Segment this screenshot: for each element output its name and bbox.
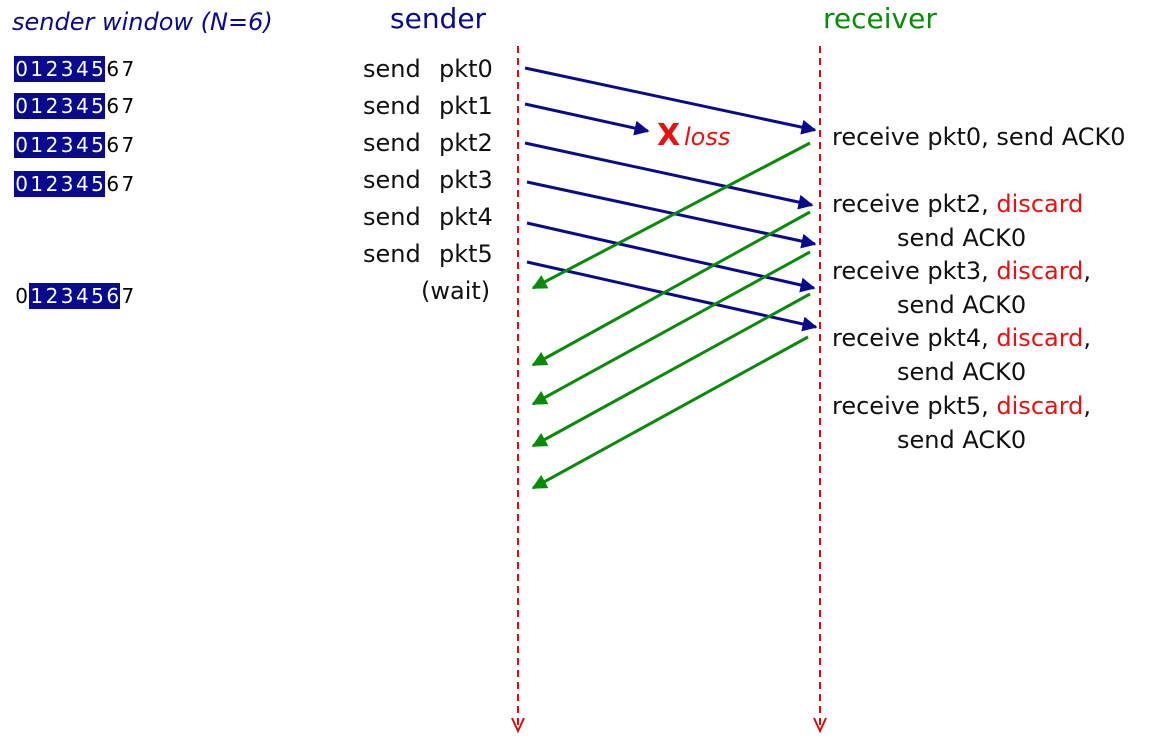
receiver-event-sub: send ACK0: [897, 426, 1027, 454]
window-seq-number-in-window: 5: [89, 283, 106, 309]
window-seq-number-in-window: 5: [89, 171, 106, 197]
ack0-arrow: [531, 141, 811, 290]
window-seq-number-in-window: 4: [74, 283, 90, 309]
ack0-arrow: [531, 292, 811, 448]
receiver-timeline-arrowhead-icon: [813, 717, 827, 734]
window-seq-number-in-window: 4: [74, 56, 90, 82]
window-seq-number: 7: [121, 172, 135, 196]
ack0-arrow: [531, 210, 811, 367]
receiver-event: receive pkt4, discard,: [832, 324, 1092, 352]
window-seq-number-in-window: 0: [14, 93, 30, 119]
loss-x-icon: X: [657, 118, 681, 153]
receiver-event-sub: send ACK0: [897, 358, 1027, 386]
window-seq-number: 7: [121, 133, 135, 157]
window-seq-number-in-window: 4: [74, 93, 90, 119]
pkt0-arrow: [524, 66, 817, 135]
window-seq-number-in-window: 2: [44, 171, 60, 197]
ack0-arrow: [531, 250, 811, 406]
sender-header: sender: [390, 2, 487, 35]
window-seq-number-in-window: 1: [29, 283, 45, 309]
receiver-event: receive pkt3, discard,: [832, 257, 1092, 285]
receiver-event-sub: send ACK0: [897, 224, 1027, 252]
window-seq-number-in-window: 2: [44, 93, 60, 119]
window-seq-number: 7: [121, 57, 135, 81]
receiver-event: receive pkt0, send ACK0: [832, 123, 1126, 151]
window-seq-number-in-window: 6: [105, 283, 121, 309]
window-seq-number-in-window: 5: [89, 56, 106, 82]
window-seq-number-in-window: 0: [14, 56, 30, 82]
window-seq-number: 6: [106, 57, 120, 81]
receiver-timeline: [813, 46, 827, 734]
window-seq-number: 0: [15, 284, 28, 308]
receiver-event: receive pkt2, discard: [832, 190, 1084, 218]
window-seq-number: 6: [106, 94, 120, 118]
window-seq-number-in-window: 2: [44, 132, 60, 158]
sender-timeline-arrowhead-icon: [511, 717, 525, 734]
window-seq-number-in-window: 0: [14, 132, 30, 158]
window-seq-number-in-window: 3: [59, 132, 75, 158]
window-seq-number-in-window: 2: [44, 56, 60, 82]
pkt1-arrow-lost: [524, 102, 650, 136]
pkt3-arrow: [526, 180, 817, 249]
window-seq-number-in-window: 1: [29, 56, 45, 82]
window-seq-number-in-window: 0: [14, 171, 30, 197]
window-seq-number-in-window: 4: [74, 171, 90, 197]
wait-label: (wait): [421, 277, 491, 305]
window-seq-number: 6: [106, 133, 120, 157]
window-seq-number-in-window: 4: [74, 132, 90, 158]
window-seq-number-in-window: 3: [59, 171, 75, 197]
window-seq-number: 7: [121, 284, 135, 308]
window-seq-number-in-window: 5: [89, 132, 106, 158]
window-seq-number-in-window: 3: [59, 56, 75, 82]
window-seq-number: 6: [106, 172, 120, 196]
ack0-arrow: [531, 335, 809, 490]
receiver-header: receiver: [823, 2, 937, 35]
window-seq-number-in-window: 2: [44, 283, 60, 309]
sender-timeline: [511, 46, 525, 734]
window-seq-number-in-window: 1: [29, 171, 45, 197]
window-seq-number-in-window: 1: [29, 132, 45, 158]
window-seq-number: 7: [121, 94, 135, 118]
window-seq-number-in-window: 3: [59, 283, 75, 309]
loss-label: loss: [684, 123, 731, 151]
receiver-event: receive pkt5, discard,: [832, 392, 1092, 420]
receiver-event-sub: send ACK0: [897, 291, 1027, 319]
sender-window-title: sender window (N=6): [12, 8, 273, 36]
window-seq-number-in-window: 5: [89, 93, 106, 119]
window-seq-number-in-window: 1: [29, 93, 45, 119]
pkt2-arrow: [524, 141, 814, 210]
window-seq-number-in-window: 3: [59, 93, 75, 119]
